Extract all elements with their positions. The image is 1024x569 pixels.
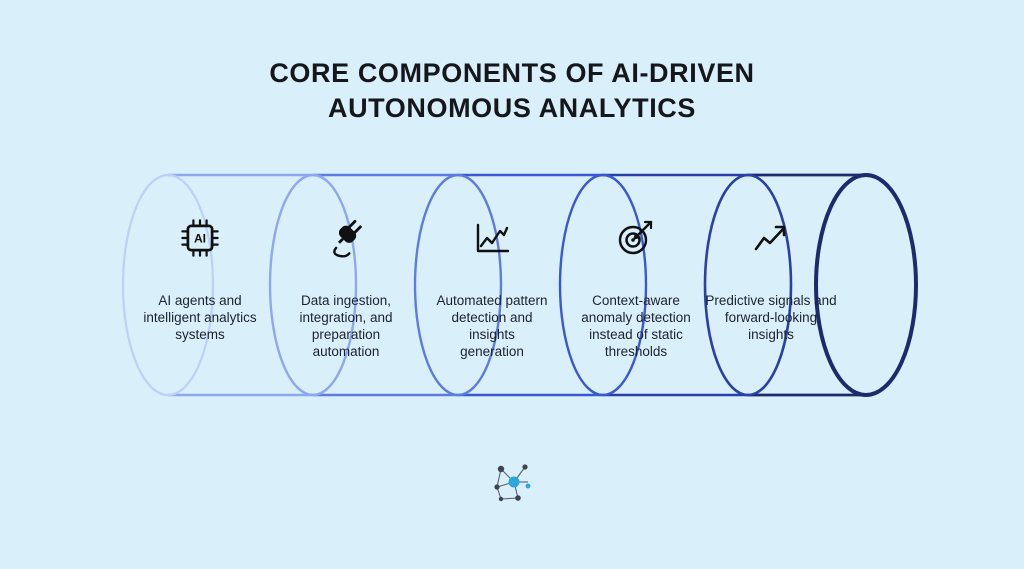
plug-icon [333,219,362,258]
segment-label-1: AI agents and intelligent analytics syst… [143,293,257,342]
page-title: CORE COMPONENTS OF AI-DRIVEN AUTONOMOUS … [0,56,1024,126]
chart-line-icon [476,223,510,253]
cylinder-ellipse-4 [558,173,648,397]
segment-label-4: Context-aware anomaly detection instead … [581,293,691,359]
logo-node [497,465,505,473]
network-logo-icon [494,464,531,502]
logo-node [525,483,531,489]
logo-node [515,495,521,501]
target-arrow-icon [618,220,653,255]
segment-label-2: Data ingestion, integration, and prepara… [299,293,393,359]
logo-node [498,496,504,502]
logo-node [494,484,500,490]
logo-node-primary [508,476,520,488]
cylinder-ellipse-2 [268,173,358,397]
segment-label-3: Automated pattern detection and insights… [436,293,548,359]
logo-node [522,464,528,470]
ai-chip-icon: AI [181,219,219,257]
page-title-line-2: AUTONOMOUS ANALYTICS [327,93,697,124]
segment-label-5: Predictive signals and forward-looking i… [705,293,837,342]
svg-text:AI: AI [194,231,206,245]
cylinder-ellipse-5 [703,173,793,397]
trend-arrow-icon [754,225,786,251]
cylinder-ellipse-3 [413,173,503,397]
cylinder-end-cap-ellipse [814,173,918,397]
page-title-line-1: CORE COMPONENTS OF AI-DRIVEN [269,58,755,88]
cylinder-ellipse-1 [121,173,215,397]
